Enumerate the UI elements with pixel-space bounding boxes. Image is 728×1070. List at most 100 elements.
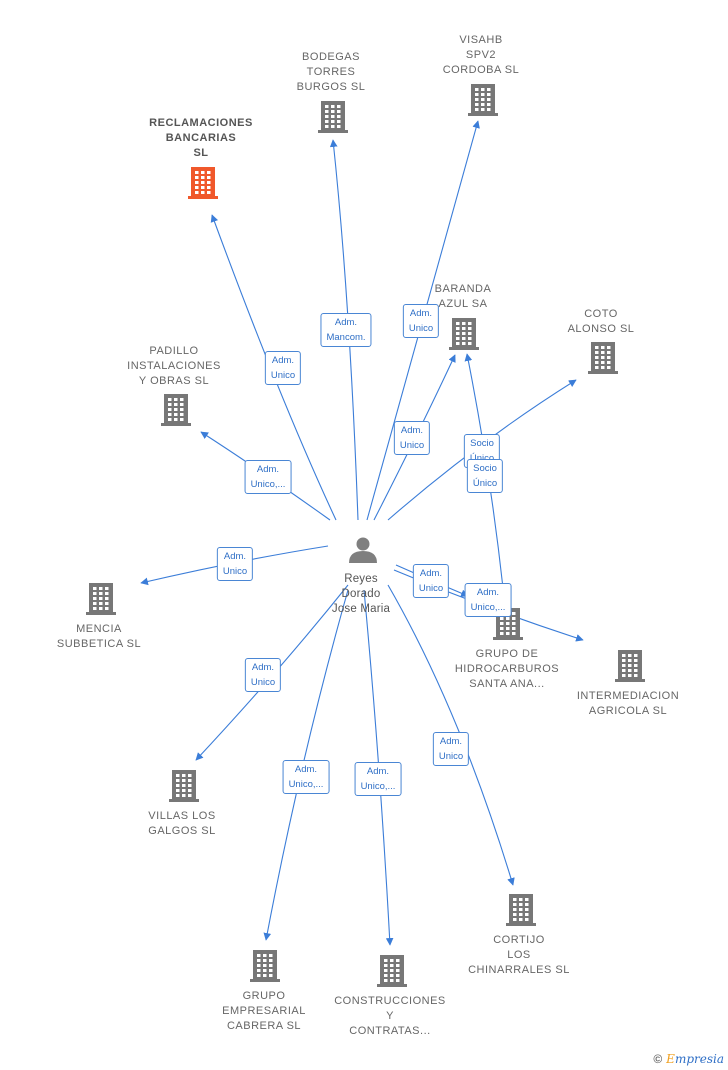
company-label-reclamaciones[interactable]: RECLAMACIONES BANCARIAS SL xyxy=(149,116,253,161)
relation-label-line: Unico xyxy=(408,323,434,334)
relation-edge-cortijo xyxy=(387,584,515,886)
building-icon-mencia[interactable] xyxy=(86,583,116,615)
building-icon-bodegas[interactable] xyxy=(318,101,348,133)
relation-label-line: Unico xyxy=(222,566,248,577)
relation-label-line: Único xyxy=(470,451,494,466)
relation-label-line: Adm. xyxy=(251,662,275,673)
company-name-line: CABRERA SL xyxy=(226,1020,302,1032)
company-name-line: EMPRESARIAL xyxy=(222,1005,306,1017)
company-label-padillo[interactable]: PADILLO INSTALACIONES Y OBRAS SL xyxy=(127,344,221,389)
company-name-line: BANCARIAS xyxy=(165,132,237,144)
company-name-line: RECLAMACIONES xyxy=(149,117,253,129)
company-name-line: AZUL SA xyxy=(438,298,488,310)
company-name-line: SL xyxy=(193,147,209,159)
relation-label-line: Unico,... xyxy=(250,479,286,490)
relation-label-line: Unico xyxy=(399,440,425,451)
company-name-line: Y xyxy=(386,1010,394,1022)
company-name-line: INTERMEDIACION xyxy=(576,690,680,702)
company-name-line: HIDROCARBUROS xyxy=(454,663,560,675)
company-label-construcciones[interactable]: CONSTRUCCIONES Y CONTRATAS... xyxy=(334,994,446,1039)
company-name-line: SUBBETICA SL xyxy=(56,638,142,650)
relation-label-line: Unico xyxy=(418,583,444,594)
company-name-line: VILLAS LOS xyxy=(148,810,216,822)
company-name-line: TORRES xyxy=(306,66,356,78)
company-name-line: VISAHB xyxy=(459,34,503,46)
company-name-line: GRUPO xyxy=(242,990,286,1002)
relation-label-reclamaciones[interactable]: Adm. Unico xyxy=(264,351,302,385)
relation-label-line: Adm. xyxy=(409,308,433,319)
relation-label-line: Adm. xyxy=(223,551,247,562)
relation-label-line: Unico xyxy=(270,370,296,381)
company-name-line: Y OBRAS SL xyxy=(138,375,210,387)
company-name-line: CORDOBA SL xyxy=(442,64,520,76)
building-icon-intermediacion[interactable] xyxy=(615,650,645,682)
company-label-intermediacion[interactable]: INTERMEDIACION AGRICOLA SL xyxy=(577,689,679,719)
relation-label-line: Socio xyxy=(470,438,494,449)
company-label-cortijo[interactable]: CORTIJO LOS CHINARRALES SL xyxy=(468,933,570,978)
relation-label-bodegas[interactable]: Adm. Mancom. xyxy=(320,313,372,347)
company-label-mencia[interactable]: MENCIA SUBBETICA SL xyxy=(57,622,141,652)
relation-label-cortijo[interactable]: Adm.Unico xyxy=(432,732,470,766)
relation-label-cabrera[interactable]: Adm.Unico,... xyxy=(282,760,330,794)
company-name-line: MENCIA xyxy=(76,623,122,635)
company-name-line: INSTALACIONES xyxy=(127,360,221,372)
relation-label-line: Socio xyxy=(473,463,497,474)
company-label-cabrera[interactable]: GRUPO EMPRESARIAL CABRERA SL xyxy=(222,989,306,1034)
company-name-line: LOS xyxy=(507,949,531,961)
relation-label-line: Mancom. xyxy=(326,332,366,343)
company-label-coto[interactable]: COTO ALONSO SL xyxy=(568,307,635,337)
relation-label-line: Unico,... xyxy=(470,602,506,613)
building-icon-reclamaciones[interactable] xyxy=(188,167,218,199)
relation-label-line: Unico xyxy=(438,751,464,762)
company-name-line: CORTIJO xyxy=(493,934,545,946)
company-name-line: CHINARRALES SL xyxy=(468,964,570,976)
relation-label-visahb[interactable]: Adm. Unico xyxy=(402,304,440,338)
relation-label-line: Adm. xyxy=(271,355,295,366)
building-icon-construcciones[interactable] xyxy=(377,955,407,987)
relation-label-baranda[interactable]: Adm. Unico xyxy=(393,421,431,455)
company-name-line: CONSTRUCCIONES xyxy=(334,995,446,1007)
relation-label-line: Adm. xyxy=(400,425,424,436)
building-icon-coto[interactable] xyxy=(588,342,618,374)
relation-label-intermediacion[interactable]: Adm. Unico,... xyxy=(464,583,512,617)
person-icon[interactable] xyxy=(349,537,377,564)
relation-label-padillo[interactable]: Adm. Unico,... xyxy=(244,460,292,494)
relation-label-line: Adm. xyxy=(476,587,500,598)
building-icon-padillo[interactable] xyxy=(161,394,191,426)
building-icon-visahb[interactable] xyxy=(468,84,498,116)
relation-label-line: Adm. xyxy=(334,317,358,328)
company-name-line: BURGOS SL xyxy=(296,81,366,93)
company-name-line: ALONSO SL xyxy=(567,323,635,335)
relation-label-line: Adm. xyxy=(256,464,280,475)
company-label-bodegas[interactable]: BODEGAS TORRES BURGOS SL xyxy=(297,50,366,95)
building-icon-baranda[interactable] xyxy=(449,318,479,350)
building-icon-villas[interactable] xyxy=(169,770,199,802)
company-name-line: CONTRATAS... xyxy=(349,1025,431,1037)
person-name-line: Jose Maria xyxy=(331,603,391,615)
building-icon-cabrera[interactable] xyxy=(250,950,280,982)
relation-label-line: Unico,... xyxy=(360,781,396,792)
building-icon-cortijo[interactable] xyxy=(506,894,536,926)
nodes-layer xyxy=(86,84,645,987)
relation-label-line: Adm. xyxy=(419,568,443,579)
company-name-line: BODEGAS xyxy=(302,51,360,63)
empresia-watermark[interactable]: ©Empresia xyxy=(653,1052,724,1066)
relation-label-villas[interactable]: Adm.Unico xyxy=(244,658,282,692)
company-name-line: COTO xyxy=(584,308,618,320)
relation-label-hidrocarburos[interactable]: Adm. Unico xyxy=(412,564,450,598)
relation-label-mencia[interactable]: Adm. Unico xyxy=(216,547,254,581)
brand-initial: E xyxy=(666,1052,675,1066)
copyright-symbol: © xyxy=(653,1052,663,1066)
relation-label-construcciones[interactable]: Adm.Unico,... xyxy=(354,762,402,796)
company-name-line: SANTA ANA... xyxy=(469,678,545,690)
relation-label-line: Único xyxy=(472,478,498,489)
company-name-line: PADILLO xyxy=(149,345,199,357)
company-name-line: AGRICOLA SL xyxy=(588,705,668,717)
